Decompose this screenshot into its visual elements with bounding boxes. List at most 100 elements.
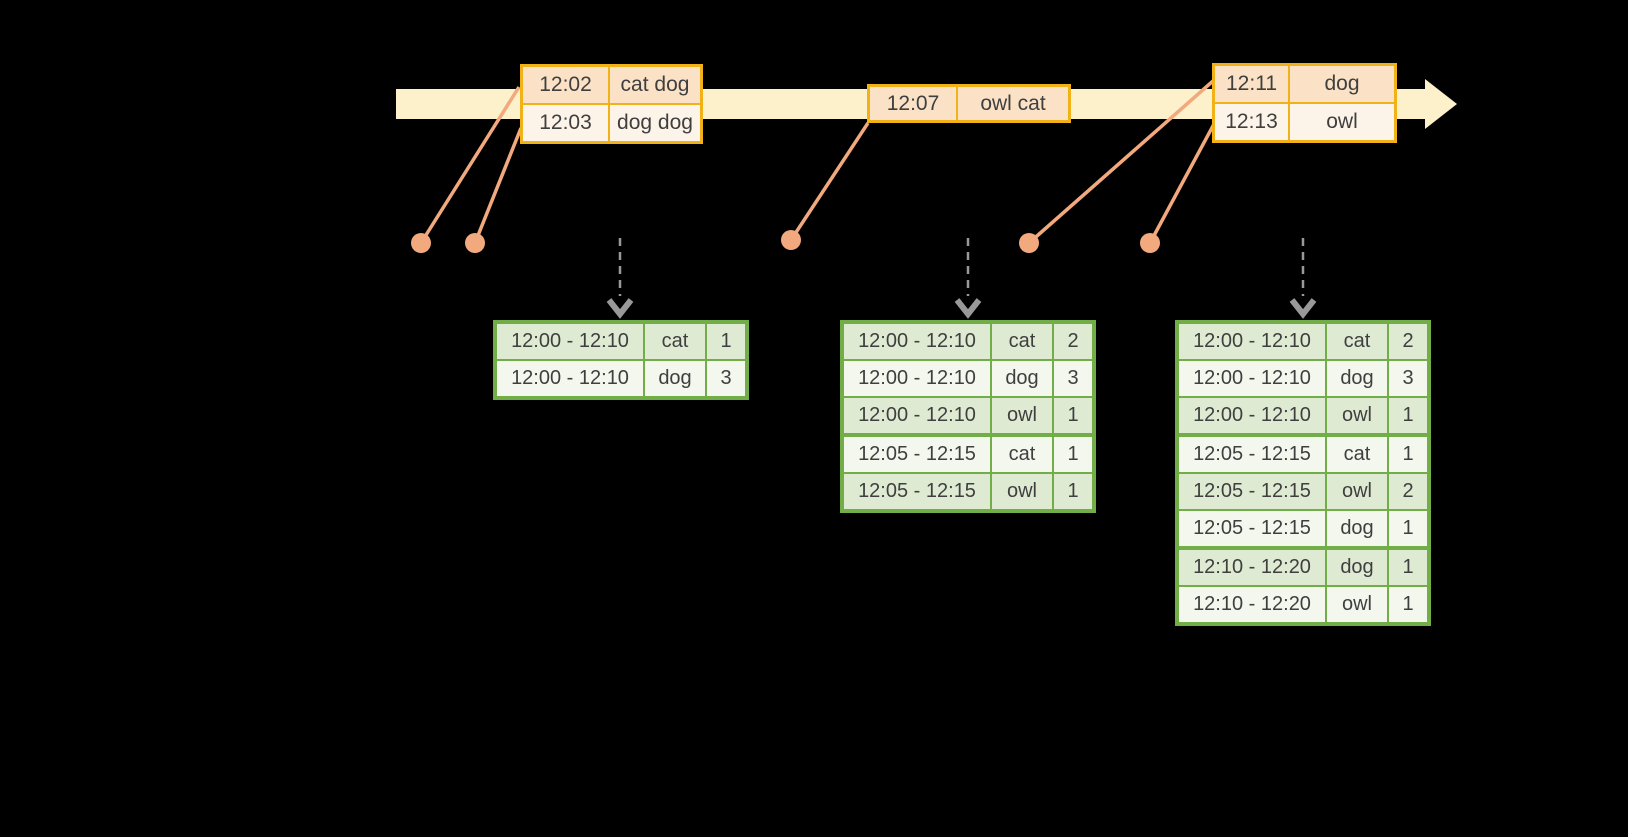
word-cell: cat — [645, 324, 707, 359]
window-cell: 12:00 - 12:10 — [497, 361, 645, 396]
count-cell: 2 — [1054, 324, 1092, 359]
count-cell: 3 — [1389, 361, 1427, 396]
table-row: 12:00 - 12:10 dog 3 — [497, 359, 745, 396]
table-row: 12:00 - 12:10 dog 3 — [844, 359, 1092, 396]
table-row: 12:05 - 12:15 owl 2 — [1179, 472, 1427, 509]
trigger-arrow — [1289, 238, 1317, 319]
result-table-3: 12:00 - 12:10 cat 2 12:00 - 12:10 dog 3 … — [1175, 320, 1431, 626]
trigger-arrow — [954, 238, 982, 319]
word-cell: cat — [1327, 324, 1389, 359]
trigger-arrowhead-icon — [954, 298, 982, 319]
window-cell: 12:00 - 12:10 — [1179, 398, 1327, 433]
event-words-cell: owl cat — [958, 87, 1068, 120]
count-cell: 2 — [1389, 324, 1427, 359]
table-row: 12:05 - 12:15 owl 1 — [844, 472, 1092, 509]
count-cell: 1 — [1389, 398, 1427, 433]
count-cell: 3 — [707, 361, 745, 396]
event-rows: 12:11 dog 12:13 owl — [1215, 66, 1394, 140]
table-rows: 12:00 - 12:10 cat 1 12:00 - 12:10 dog 3 — [497, 324, 745, 396]
table-rows: 12:00 - 12:10 cat 2 12:00 - 12:10 dog 3 … — [1179, 324, 1427, 622]
word-cell: dog — [645, 361, 707, 396]
event-time-cell: 12:07 — [870, 87, 958, 120]
table-row: 12:10 - 12:20 owl 1 — [1179, 585, 1427, 622]
event-row: 12:02 cat dog — [523, 67, 700, 103]
event-time-cell: 12:13 — [1215, 104, 1290, 140]
word-cell: cat — [992, 437, 1054, 472]
count-cell: 3 — [1054, 361, 1092, 396]
event-box-3: 12:11 dog 12:13 owl — [1212, 63, 1397, 143]
event-dot — [411, 233, 431, 253]
event-rows: 12:07 owl cat — [870, 87, 1068, 120]
window-cell: 12:00 - 12:10 — [844, 398, 992, 433]
table-row: 12:10 - 12:20 dog 1 — [1179, 546, 1427, 585]
table-row: 12:05 - 12:15 dog 1 — [1179, 509, 1427, 546]
window-cell: 12:10 - 12:20 — [1179, 587, 1327, 622]
event-rows: 12:02 cat dog 12:03 dog dog — [523, 67, 700, 141]
event-box-2: 12:07 owl cat — [867, 84, 1071, 123]
count-cell: 1 — [1389, 437, 1427, 472]
word-cell: owl — [992, 398, 1054, 433]
event-connector-line — [1148, 123, 1216, 244]
count-cell: 1 — [707, 324, 745, 359]
timeline-arrowhead-icon — [1425, 79, 1457, 129]
event-connector-line — [419, 86, 521, 244]
trigger-arrowhead-icon — [606, 298, 634, 319]
count-cell: 2 — [1389, 474, 1427, 509]
count-cell: 1 — [1054, 398, 1092, 433]
event-dot — [1019, 233, 1039, 253]
event-time-cell: 12:03 — [523, 105, 610, 141]
window-cell: 12:00 - 12:10 — [844, 324, 992, 359]
window-cell: 12:00 - 12:10 — [844, 361, 992, 396]
word-cell: cat — [1327, 437, 1389, 472]
count-cell: 1 — [1389, 550, 1427, 585]
window-cell: 12:10 - 12:20 — [1179, 550, 1327, 585]
result-table-1: 12:00 - 12:10 cat 1 12:00 - 12:10 dog 3 — [493, 320, 749, 400]
trigger-arrow — [606, 238, 634, 319]
word-cell: owl — [1327, 587, 1389, 622]
count-cell: 1 — [1389, 587, 1427, 622]
word-cell: dog — [1327, 511, 1389, 546]
table-row: 12:00 - 12:10 dog 3 — [1179, 359, 1427, 396]
table-row: 12:00 - 12:10 cat 2 — [1179, 324, 1427, 359]
word-cell: dog — [1327, 550, 1389, 585]
window-cell: 12:05 - 12:15 — [844, 474, 992, 509]
word-cell: owl — [992, 474, 1054, 509]
table-row: 12:05 - 12:15 cat 1 — [1179, 433, 1427, 472]
event-row: 12:11 dog — [1215, 66, 1394, 102]
event-row: 12:03 dog dog — [523, 103, 700, 141]
event-time-cell: 12:11 — [1215, 66, 1290, 102]
word-cell: owl — [1327, 398, 1389, 433]
event-words-cell: dog dog — [610, 105, 700, 141]
word-cell: dog — [1327, 361, 1389, 396]
event-connector-line — [473, 127, 523, 244]
trigger-arrowhead-icon — [1289, 298, 1317, 319]
table-row: 12:00 - 12:10 cat 2 — [844, 324, 1092, 359]
window-cell: 12:00 - 12:10 — [1179, 361, 1327, 396]
count-cell: 1 — [1054, 437, 1092, 472]
window-cell: 12:05 - 12:15 — [1179, 474, 1327, 509]
event-connectors — [419, 79, 1216, 245]
window-cell: 12:00 - 12:10 — [497, 324, 645, 359]
table-row: 12:00 - 12:10 cat 1 — [497, 324, 745, 359]
event-box-1: 12:02 cat dog 12:03 dog dog — [520, 64, 703, 144]
window-cell: 12:00 - 12:10 — [1179, 324, 1327, 359]
event-words-cell: dog — [1290, 66, 1394, 102]
event-row: 12:13 owl — [1215, 102, 1394, 140]
trigger-arrows — [606, 238, 1317, 319]
event-row: 12:07 owl cat — [870, 87, 1068, 120]
table-row: 12:05 - 12:15 cat 1 — [844, 433, 1092, 472]
event-connector-line — [1027, 79, 1215, 245]
window-cell: 12:05 - 12:15 — [1179, 437, 1327, 472]
table-row: 12:00 - 12:10 owl 1 — [1179, 396, 1427, 433]
result-table-2: 12:00 - 12:10 cat 2 12:00 - 12:10 dog 3 … — [840, 320, 1096, 513]
table-rows: 12:00 - 12:10 cat 2 12:00 - 12:10 dog 3 … — [844, 324, 1092, 509]
event-words-cell: cat dog — [610, 67, 700, 103]
event-dot — [465, 233, 485, 253]
event-connector-line — [789, 122, 870, 241]
event-dots — [411, 230, 1160, 253]
window-cell: 12:05 - 12:15 — [1179, 511, 1327, 546]
event-time-cell: 12:02 — [523, 67, 610, 103]
word-cell: cat — [992, 324, 1054, 359]
count-cell: 1 — [1054, 474, 1092, 509]
